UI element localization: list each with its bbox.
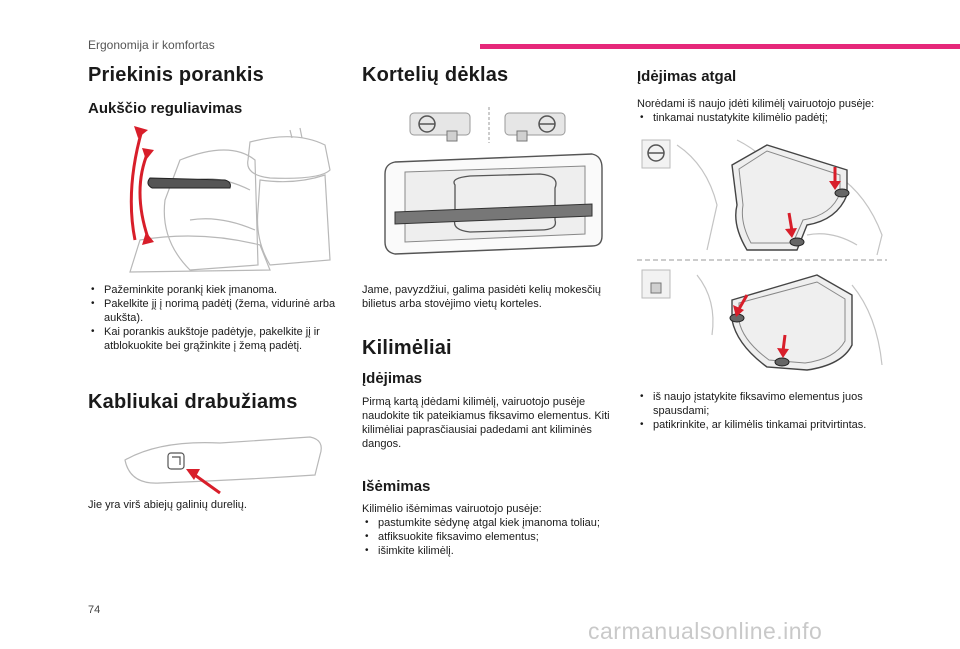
section-title-armrest: Priekinis porankis bbox=[88, 64, 264, 86]
section-title-hooks: Kabliukai drabužiams bbox=[88, 391, 298, 413]
subtitle-reinstall: Įdėjimas atgal bbox=[637, 68, 737, 85]
remove-text-wrap: Kilimėlio išėmimas vairuotojo pusėje: pa… bbox=[362, 502, 622, 558]
final-bullet: iš naujo įstatykite fiksavimo elementus … bbox=[637, 390, 897, 418]
final-bullet: patikrinkite, ar kilimėlis tinkamai prit… bbox=[637, 418, 897, 432]
remove-subtitle-wrap: Išėmimas bbox=[362, 478, 430, 495]
card-holder-text-wrap: Jame, pavyzdžiui, galima pasidėti kelių … bbox=[362, 283, 622, 311]
final-steps-wrap: iš naujo įstatykite fiksavimo elementus … bbox=[637, 390, 897, 432]
remove-bullet: pastumkite sėdynę atgal kiek įmanoma tol… bbox=[362, 516, 622, 530]
remove-intro: Kilimėlio išėmimas vairuotojo pusėje: bbox=[362, 503, 542, 515]
install-text-wrap: Pirmą kartą įdėdami kilimėlį, vairuotojo… bbox=[362, 395, 622, 451]
header-accent-bar bbox=[480, 44, 960, 49]
reinstall-text-wrap: Norėdami iš naujo įdėti kilimėlį vairuot… bbox=[637, 97, 897, 125]
reinstall-bullet: tinkamai nustatykite kilimėlio padėtį; bbox=[637, 111, 897, 125]
card-holder-text: Jame, pavyzdžiui, galima pasidėti kelių … bbox=[362, 284, 602, 310]
column-1: Priekinis porankis bbox=[88, 64, 264, 87]
armrest-illustration bbox=[129, 126, 331, 273]
subtitle-remove: Išėmimas bbox=[362, 478, 431, 495]
reinstall-subtitle-wrap: Įdėjimas atgal bbox=[637, 68, 736, 85]
page-number: 74 bbox=[88, 604, 101, 616]
armrest-bullet: Pažeminkite porankį kiek įmanoma. bbox=[88, 283, 343, 297]
hooks-title-wrap: Kabliukai drabužiams bbox=[88, 391, 298, 414]
watermark: carmanualsonline.info bbox=[588, 618, 823, 644]
section-title-mats: Kilimėliai bbox=[362, 337, 452, 359]
armrest-instructions: Pažeminkite porankį kiek įmanoma. Pakelk… bbox=[88, 283, 343, 353]
card-holder-location-icons bbox=[409, 107, 566, 143]
section-title-card-holder: Kortelių dėklas bbox=[362, 64, 509, 86]
coat-hook-illustration bbox=[124, 436, 322, 495]
armrest-bullet: Kai porankis aukštoje padėtyje, pakelkit… bbox=[88, 325, 343, 353]
card-holder-title-wrap: Kortelių dėklas bbox=[362, 64, 508, 87]
remove-bullet: atfiksuokite fiksavimo elementus; bbox=[362, 530, 622, 544]
install-text: Pirmą kartą įdėdami kilimėlį, vairuotojo… bbox=[362, 396, 610, 450]
hooks-text-wrap: Jie yra virš abiejų galinių durelių. bbox=[88, 498, 343, 512]
reinstall-intro: Norėdami iš naujo įdėti kilimėlį vairuot… bbox=[637, 98, 875, 110]
subtitle-install: Įdėjimas bbox=[362, 370, 423, 387]
chapter-title: Ergonomija ir komfortas bbox=[88, 38, 215, 52]
floor-mat-illustration bbox=[637, 135, 887, 380]
armrest-subtitle-wrap: Aukščio reguliavimas bbox=[88, 100, 242, 117]
mats-title-wrap: Kilimėliai bbox=[362, 337, 452, 360]
subtitle-height-adjust: Aukščio reguliavimas bbox=[88, 100, 243, 117]
remove-bullet: išimkite kilimėlį. bbox=[362, 544, 622, 558]
card-holder-illustration bbox=[384, 153, 603, 255]
install-subtitle-wrap: Įdėjimas bbox=[362, 370, 422, 387]
armrest-bullet: Pakelkite jį į norimą padėtį (žema, vidu… bbox=[88, 297, 343, 325]
hooks-text: Jie yra virš abiejų galinių durelių. bbox=[88, 499, 247, 511]
